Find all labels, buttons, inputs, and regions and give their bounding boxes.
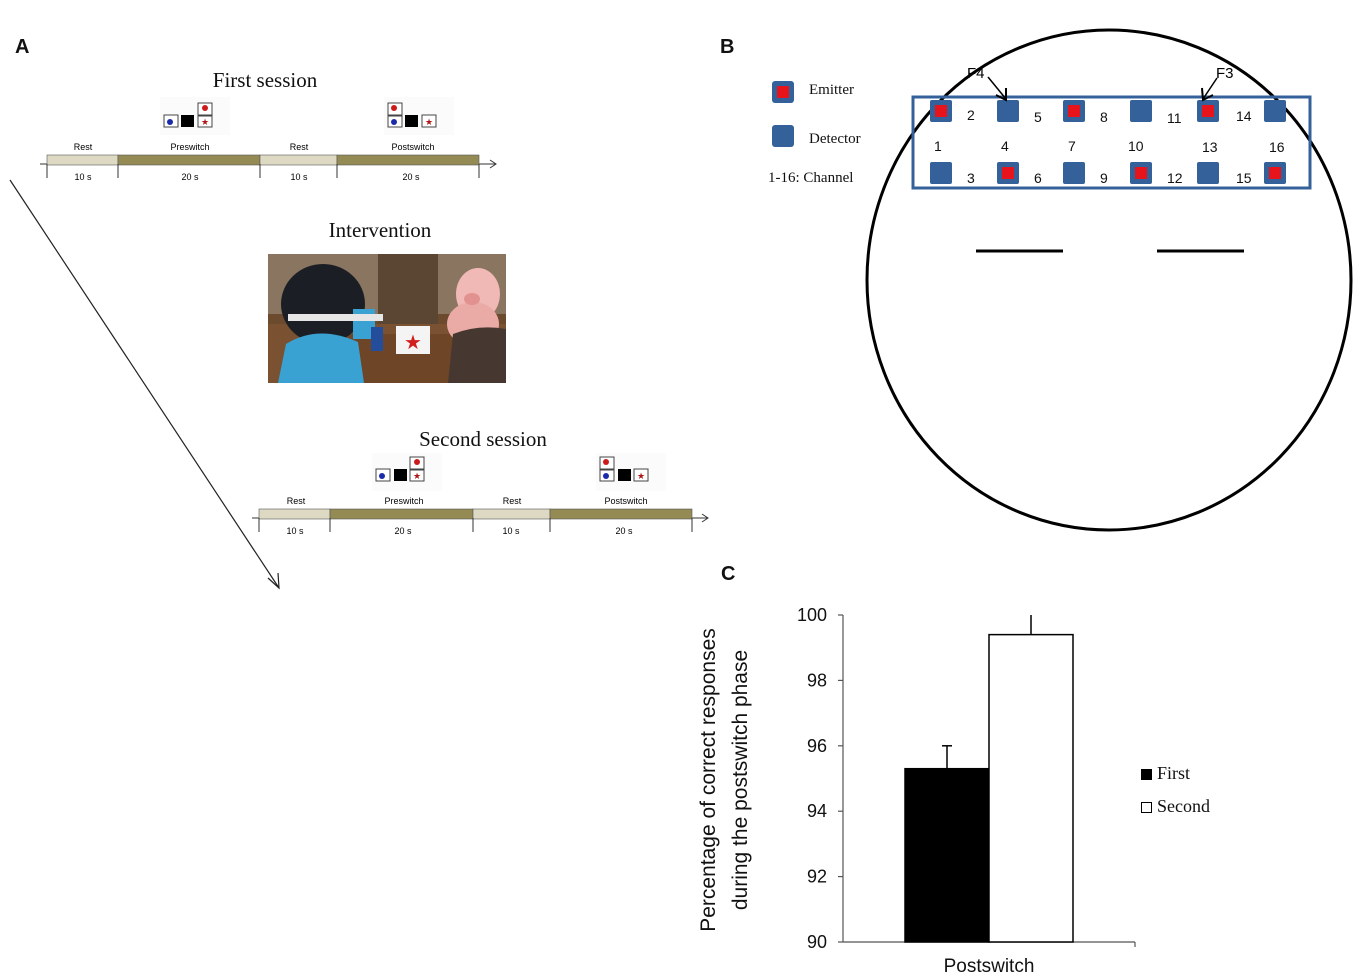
- phase-label: Rest: [503, 496, 522, 506]
- svg-text:★: ★: [404, 332, 422, 354]
- y-axis-label: Percentage of correct responses: [697, 628, 720, 932]
- bar-first: [904, 767, 990, 943]
- detector-legend-swatch: [772, 125, 794, 147]
- y-tick-label: 96: [807, 736, 827, 756]
- intervention-photo: ★: [268, 254, 506, 383]
- channel-number: 8: [1100, 109, 1108, 125]
- channel-number: 4: [1001, 138, 1009, 154]
- legend-label-first: First: [1157, 763, 1191, 783]
- legend-swatch-second: [1141, 802, 1152, 813]
- phase-duration: 20 s: [615, 526, 633, 536]
- channel-number: 3: [967, 170, 975, 186]
- phase-duration: 10 s: [290, 172, 308, 182]
- phase-label: Postswitch: [391, 142, 434, 152]
- intervention-title: Intervention: [328, 218, 432, 242]
- bar-second: [988, 633, 1074, 943]
- channel-number: 1: [934, 138, 942, 154]
- landmark-f4-label: F4: [967, 65, 985, 82]
- x-category-label: Postswitch: [944, 956, 1035, 977]
- emitter-legend-swatch: [772, 81, 794, 103]
- phase-duration: 20 s: [181, 172, 199, 182]
- first-session-timeline: Rest Preswitch Rest Postswitch 10 s 20 s…: [40, 142, 497, 182]
- legend-swatch-first: [1141, 769, 1152, 780]
- phase-duration: 10 s: [502, 526, 520, 536]
- y-axis-label: during the postswitch phase: [729, 650, 752, 910]
- emitter-legend-label: Emitter: [809, 82, 854, 98]
- channel-number: 16: [1269, 139, 1285, 155]
- channel-number: 13: [1202, 139, 1218, 155]
- phase-label: Rest: [290, 142, 309, 152]
- channel-number: 15: [1236, 170, 1252, 186]
- second-session-title: Second session: [419, 427, 547, 451]
- y-tick-label: 100: [797, 605, 827, 625]
- channel-number: 10: [1128, 138, 1144, 154]
- detector-legend-label: Detector: [809, 131, 861, 147]
- channel-number: 6: [1034, 170, 1042, 186]
- panel-b-letter: B: [720, 36, 735, 58]
- second-session-postswitch-cards: ★: [596, 453, 666, 491]
- svg-text:★: ★: [425, 117, 433, 127]
- legend-label-second: Second: [1157, 796, 1210, 816]
- panel-a-letter: A: [15, 36, 30, 58]
- y-tick-label: 98: [807, 670, 827, 690]
- phase-label: Preswitch: [170, 142, 209, 152]
- first-session-preswitch-cards: ★: [160, 97, 230, 135]
- y-tick-label: 94: [807, 801, 827, 821]
- second-session-preswitch-cards: ★: [372, 453, 442, 491]
- first-session-postswitch-cards: ★: [384, 97, 454, 135]
- phase-duration: 10 s: [74, 172, 92, 182]
- phase-duration: 20 s: [402, 172, 420, 182]
- top-row-probes: [930, 100, 1286, 122]
- phase-duration: 10 s: [286, 526, 304, 536]
- phase-label: Rest: [287, 496, 306, 506]
- svg-text:★: ★: [413, 471, 421, 481]
- phase-label: Rest: [74, 142, 93, 152]
- phase-label: Preswitch: [384, 496, 423, 506]
- head-outline: [865, 28, 1353, 532]
- channel-number: 2: [967, 107, 975, 123]
- probe-holder-frame: [911, 95, 1312, 190]
- panel-c-letter: C: [721, 563, 736, 585]
- second-session-timeline: Rest Preswitch Rest Postswitch 10 s 20 s…: [252, 496, 709, 536]
- channel-legend-label: 1-16: Channel: [768, 170, 854, 186]
- svg-text:★: ★: [201, 117, 209, 127]
- channel-number: 14: [1236, 108, 1252, 124]
- first-session-title: First session: [212, 68, 318, 92]
- channel-number: 12: [1167, 170, 1183, 186]
- y-tick-label: 92: [807, 867, 827, 887]
- svg-text:★: ★: [637, 471, 645, 481]
- landmark-f3-label: F3: [1216, 65, 1234, 82]
- channel-number: 9: [1100, 170, 1108, 186]
- session-flow-arrow: [9, 179, 280, 590]
- channel-number: 11: [1167, 110, 1182, 126]
- bottom-row-probes: [930, 162, 1286, 184]
- head-probe-diagram: 2 5 8 11 14 1 4 7 10 13 16 3 6 9 12 15 F…: [865, 28, 1353, 532]
- y-tick-label: 90: [807, 932, 827, 952]
- channel-number: 7: [1068, 138, 1076, 154]
- phase-label: Postswitch: [604, 496, 647, 506]
- channel-number: 5: [1034, 109, 1042, 125]
- phase-duration: 20 s: [394, 526, 412, 536]
